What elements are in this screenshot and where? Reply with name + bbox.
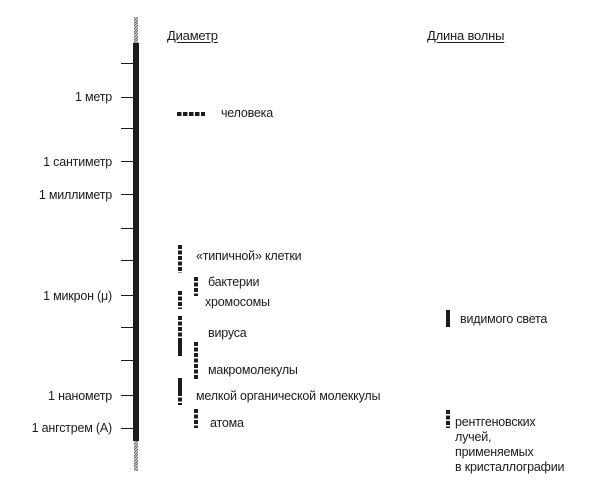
axis-tick <box>121 428 133 429</box>
label-chromosomes: хромосомы <box>205 295 270 309</box>
scale-axis <box>133 43 139 441</box>
scale-label-meter: 1 метр <box>74 90 112 104</box>
scale-label-millimeter: 1 миллиметр <box>38 188 112 202</box>
scale-label-micron: 1 микрон (μ) <box>43 289 112 303</box>
wavelength-header: Длина волны <box>427 28 505 43</box>
scale-label-angstrom: 1 ангстрем (А) <box>31 421 113 435</box>
xray-marker <box>446 410 450 428</box>
label-visible-light: видимого света <box>460 312 548 326</box>
human-size-marker <box>177 112 205 116</box>
label-macromolecules: макромолекулы <box>208 363 298 377</box>
axis-tick <box>121 194 133 195</box>
scale-label-nanometer: 1 нанометр <box>48 389 112 403</box>
label-xray: рентгеновских лучей, применяемых в крист… <box>455 415 565 474</box>
axis-tick <box>121 97 133 98</box>
axis-tick <box>121 63 133 64</box>
axis-tick <box>121 395 133 396</box>
axis-tick <box>121 260 133 261</box>
chromosome-size-marker <box>178 291 182 309</box>
axis-tick <box>121 327 133 328</box>
bacteria-size-marker <box>194 277 198 296</box>
small-molecule-size-marker-dashed <box>178 392 182 405</box>
scale-label-centimeter: 1 сантиметр <box>43 155 112 169</box>
macromolecule-size-marker <box>194 342 198 380</box>
axis-tick <box>121 360 133 361</box>
diameter-header: Диаметр <box>167 28 218 43</box>
visible-light-marker <box>446 310 450 327</box>
label-virus: вируса <box>208 326 247 340</box>
atom-size-marker <box>194 409 198 428</box>
small-molecule-size-marker <box>178 378 182 392</box>
virus-size-marker-solid <box>178 338 182 356</box>
axis-tick <box>121 295 133 296</box>
axis-bottom-hatch <box>134 441 138 471</box>
label-atom: атома <box>210 416 244 430</box>
cell-size-marker <box>178 245 182 273</box>
label-small-organic-molecule: мелкой органической молеккулы <box>196 389 381 403</box>
label-bacteria: бактерии <box>208 275 260 289</box>
axis-top-hatch <box>134 17 138 43</box>
axis-tick <box>121 228 133 229</box>
label-human: человека <box>221 106 273 120</box>
axis-tick <box>121 128 133 129</box>
virus-size-marker <box>178 316 182 338</box>
label-typical-cell: «типичной» клетки <box>196 249 302 263</box>
axis-tick <box>121 161 133 162</box>
